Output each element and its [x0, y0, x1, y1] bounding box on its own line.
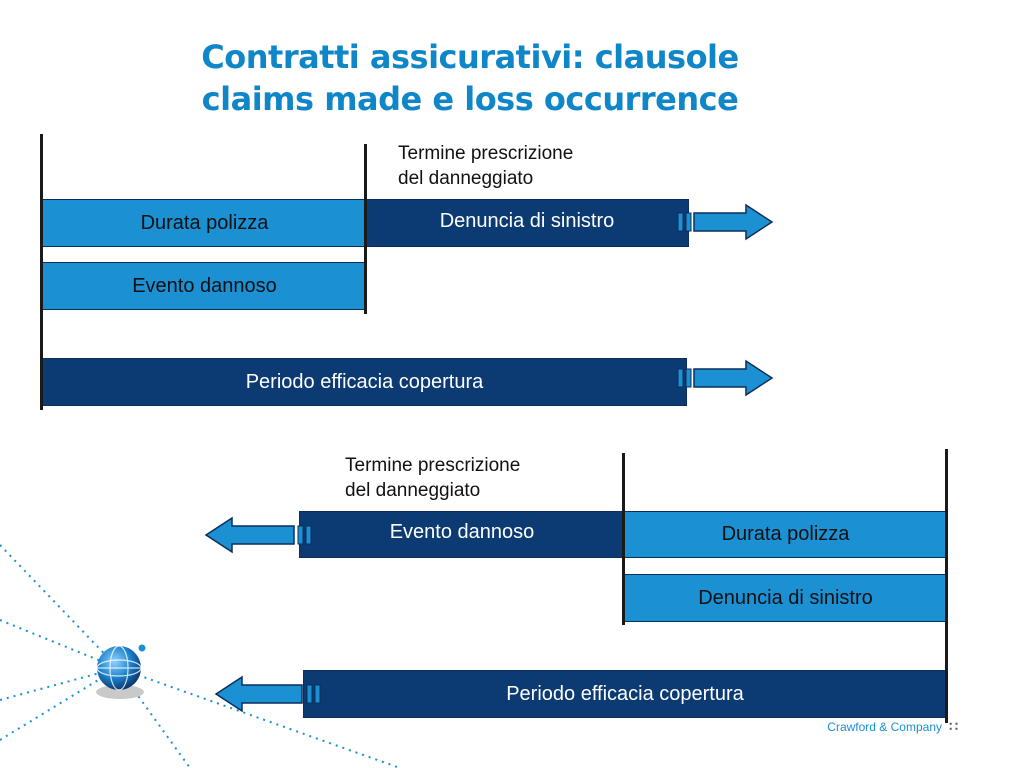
page-title: Contratti assicurativi: clausole claims …	[150, 36, 790, 120]
bar-label: Durata polizza	[140, 211, 269, 234]
claims-made-evento-bar: Evento dannoso	[42, 262, 367, 310]
note-line-1: Termine prescrizione	[345, 455, 521, 476]
claims-made-periodo-bar: Periodo efficacia copertura	[42, 358, 687, 406]
loss-occurrence-note: Termine prescrizione del danneggiato	[345, 453, 520, 503]
claims-made-durata-bar: Durata polizza	[42, 199, 367, 247]
bar-label: Periodo efficacia copertura	[506, 682, 744, 705]
loss-occurrence-prescription-line	[622, 453, 625, 625]
bar-label: Durata polizza	[721, 523, 850, 545]
loss-occurrence-evento-bar: Evento dannoso	[299, 511, 625, 558]
title-line-2: claims made e loss occurrence	[201, 80, 739, 118]
right-arrow-icon	[677, 203, 774, 241]
bar-label: Evento dannoso	[132, 274, 277, 297]
footer-company: Crawford & Company	[827, 720, 942, 734]
claims-made-denuncia-bar: Denuncia di sinistro	[365, 199, 689, 247]
loss-occurrence-durata-bar: Durata polizza	[624, 511, 947, 558]
dots-icon: ∷	[949, 718, 958, 734]
left-arrow-icon	[214, 675, 321, 713]
title-line-1: Contratti assicurativi: clausole	[201, 38, 739, 76]
note-line-2: del danneggiato	[398, 168, 534, 189]
bar-label: Periodo efficacia copertura	[245, 370, 484, 393]
bar-label: Denuncia di sinistro	[439, 209, 615, 232]
loss-occurrence-periodo-bar: Periodo efficacia copertura	[303, 670, 947, 718]
loss-occurrence-denuncia-bar: Denuncia di sinistro	[624, 574, 947, 622]
globe-network-icon	[96, 643, 147, 699]
left-arrow-icon	[204, 516, 312, 554]
right-arrow-icon	[677, 359, 774, 397]
note-line-1: Termine prescrizione	[398, 143, 574, 164]
bar-label: Evento dannoso	[389, 521, 535, 543]
claims-made-note: Termine prescrizione del danneggiato	[398, 141, 573, 191]
claims-made-start-line	[40, 134, 43, 410]
claims-made-prescription-line	[364, 144, 367, 314]
note-line-2: del danneggiato	[345, 480, 481, 501]
loss-occurrence-end-line	[945, 449, 948, 723]
bar-label: Denuncia di sinistro	[698, 586, 873, 609]
